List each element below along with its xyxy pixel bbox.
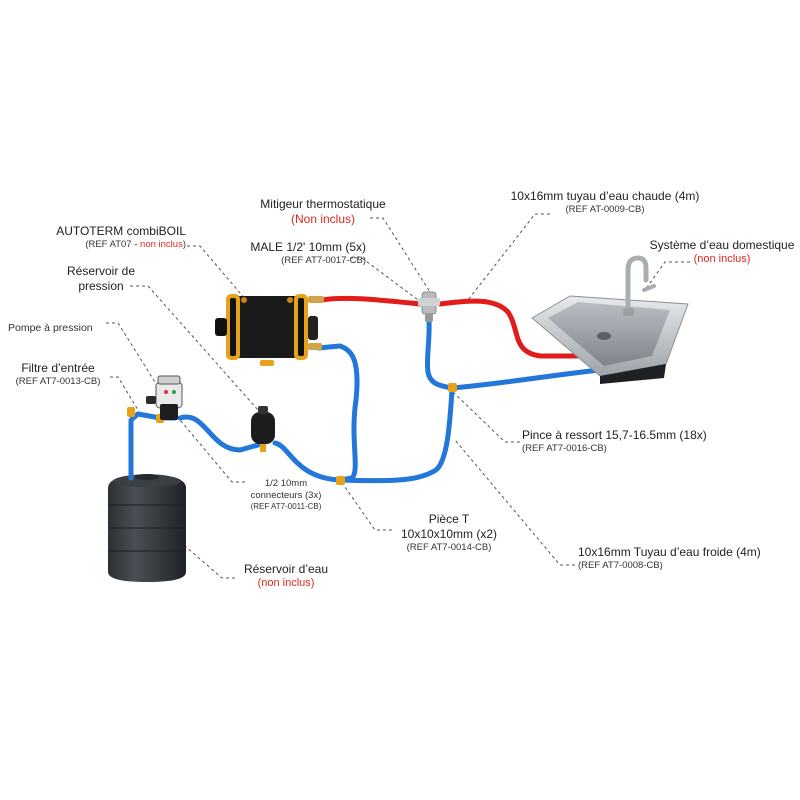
- leader-mitigeur: [370, 217, 431, 293]
- label-pince: Pince à ressort 15,7-16.5mm (18x) (REF A…: [522, 428, 707, 455]
- label-filtre: Filtre d’entrée (REF AT7-0013-CB): [4, 361, 112, 388]
- reservoir-pression-line2: pression: [78, 279, 124, 293]
- label-connecteurs: 1/2 10mm connecteurs (3x) (REF AT7-0011-…: [240, 478, 332, 512]
- male-title: MALE 1/2' 10mm (5x): [250, 240, 366, 254]
- cold-pipe-title: 10x16mm Tuyau d’eau froide (4m): [578, 545, 761, 559]
- leader-reservoir-eau: [177, 539, 235, 579]
- label-piece-t: Pièce T 10x10x10mm (x2) (REF AT7-0014-CB…: [390, 512, 508, 554]
- pince-title: Pince à ressort 15,7-16.5mm (18x): [522, 428, 707, 442]
- hot-water-pipes: [319, 295, 581, 359]
- reservoir-eau-note: (non inclus): [257, 577, 315, 589]
- leader-piece-t: [339, 479, 392, 531]
- leader-pince: [452, 391, 520, 443]
- connecteurs-ref: (REF AT7-0011-CB): [250, 501, 322, 511]
- reservoir-pression-line1: Réservoir de: [66, 264, 136, 278]
- mitigeur-note: (Non inclus): [290, 212, 356, 226]
- clamp-1: [127, 407, 135, 417]
- autoterm-ref: (REF AT07 -: [85, 239, 141, 250]
- label-pompe: Pompe à pression: [8, 317, 93, 337]
- autoterm-ref-line: (REF AT07 - non inclus): [40, 239, 186, 251]
- systeme-title: Système d’eau domestique: [649, 238, 795, 252]
- label-mitigeur: Mitigeur thermostatique (Non inclus): [252, 197, 394, 227]
- label-reservoir-eau: Réservoir d’eau (non inclus): [232, 562, 340, 591]
- connecteurs-line1: 1/2 10mm: [264, 478, 308, 489]
- pump-icon: [146, 375, 183, 420]
- label-male: MALE 1/2' 10mm (5x) (REF AT7-0017-CB): [220, 240, 366, 267]
- autoterm-close: ): [182, 239, 186, 250]
- label-reservoir-pression: Réservoir de pression: [62, 264, 140, 294]
- filtre-ref: (REF AT7-0013-CB): [15, 376, 101, 387]
- leader-pompe: [106, 322, 156, 383]
- cold-water-pipes: [128, 317, 603, 484]
- leader-filtre: [110, 376, 139, 411]
- leader-male: [350, 257, 419, 301]
- label-systeme: Système d’eau domestique (non inclus): [643, 238, 800, 267]
- leader-autoterm: [187, 245, 247, 301]
- systeme-note: (non inclus): [693, 253, 751, 265]
- autoterm-title: AUTOTERM combiBOIL: [56, 224, 186, 238]
- leader-cold-pipe: [454, 439, 575, 566]
- leader-lines: [106, 213, 690, 579]
- piece-t-title: Pièce T: [428, 512, 470, 526]
- piece-t-ref: (REF AT7-0014-CB): [406, 542, 492, 553]
- boiler-icon: [215, 294, 324, 366]
- label-cold-pipe: 10x16mm Tuyau d’eau froide (4m) (REF AT7…: [578, 545, 761, 572]
- mitigeur-title: Mitigeur thermostatique: [260, 197, 386, 211]
- autoterm-note: non inclus: [140, 239, 183, 250]
- t-piece-1: [336, 476, 345, 485]
- hot-pipe-ref: (REF AT-0009-CB): [565, 204, 645, 215]
- pressure-tank-icon: [251, 406, 275, 452]
- pince-ref: (REF AT7-0016-CB): [522, 443, 607, 454]
- label-hot-pipe: 10x16mm tuyau d’eau chaude (4m) (REF AT-…: [500, 189, 710, 216]
- connecteurs-line2: connecteurs (3x): [250, 489, 322, 501]
- reservoir-eau-title: Réservoir d’eau: [243, 562, 329, 576]
- label-autoterm: AUTOTERM combiBOIL (REF AT07 - non inclu…: [40, 224, 186, 251]
- pompe-title: Pompe à pression: [8, 322, 93, 334]
- leader-systeme: [644, 261, 690, 291]
- leader-hot-pipe: [467, 213, 550, 301]
- leader-connecteurs: [179, 419, 245, 483]
- t-piece-2: [448, 383, 457, 392]
- piece-t-size: 10x10x10mm (x2): [400, 527, 498, 541]
- water-tank-icon: [108, 474, 186, 582]
- male-ref: (REF AT7-0017-CB): [281, 255, 366, 266]
- filtre-title: Filtre d’entrée: [21, 361, 95, 375]
- cold-pipe-ref: (REF AT7-0008-CB): [578, 560, 663, 571]
- leader-reservoir-pression: [130, 285, 259, 411]
- mixing-valve-icon: [418, 291, 440, 322]
- faucet-sink-icon: [531, 255, 689, 384]
- hot-pipe-title: 10x16mm tuyau d’eau chaude (4m): [510, 189, 700, 203]
